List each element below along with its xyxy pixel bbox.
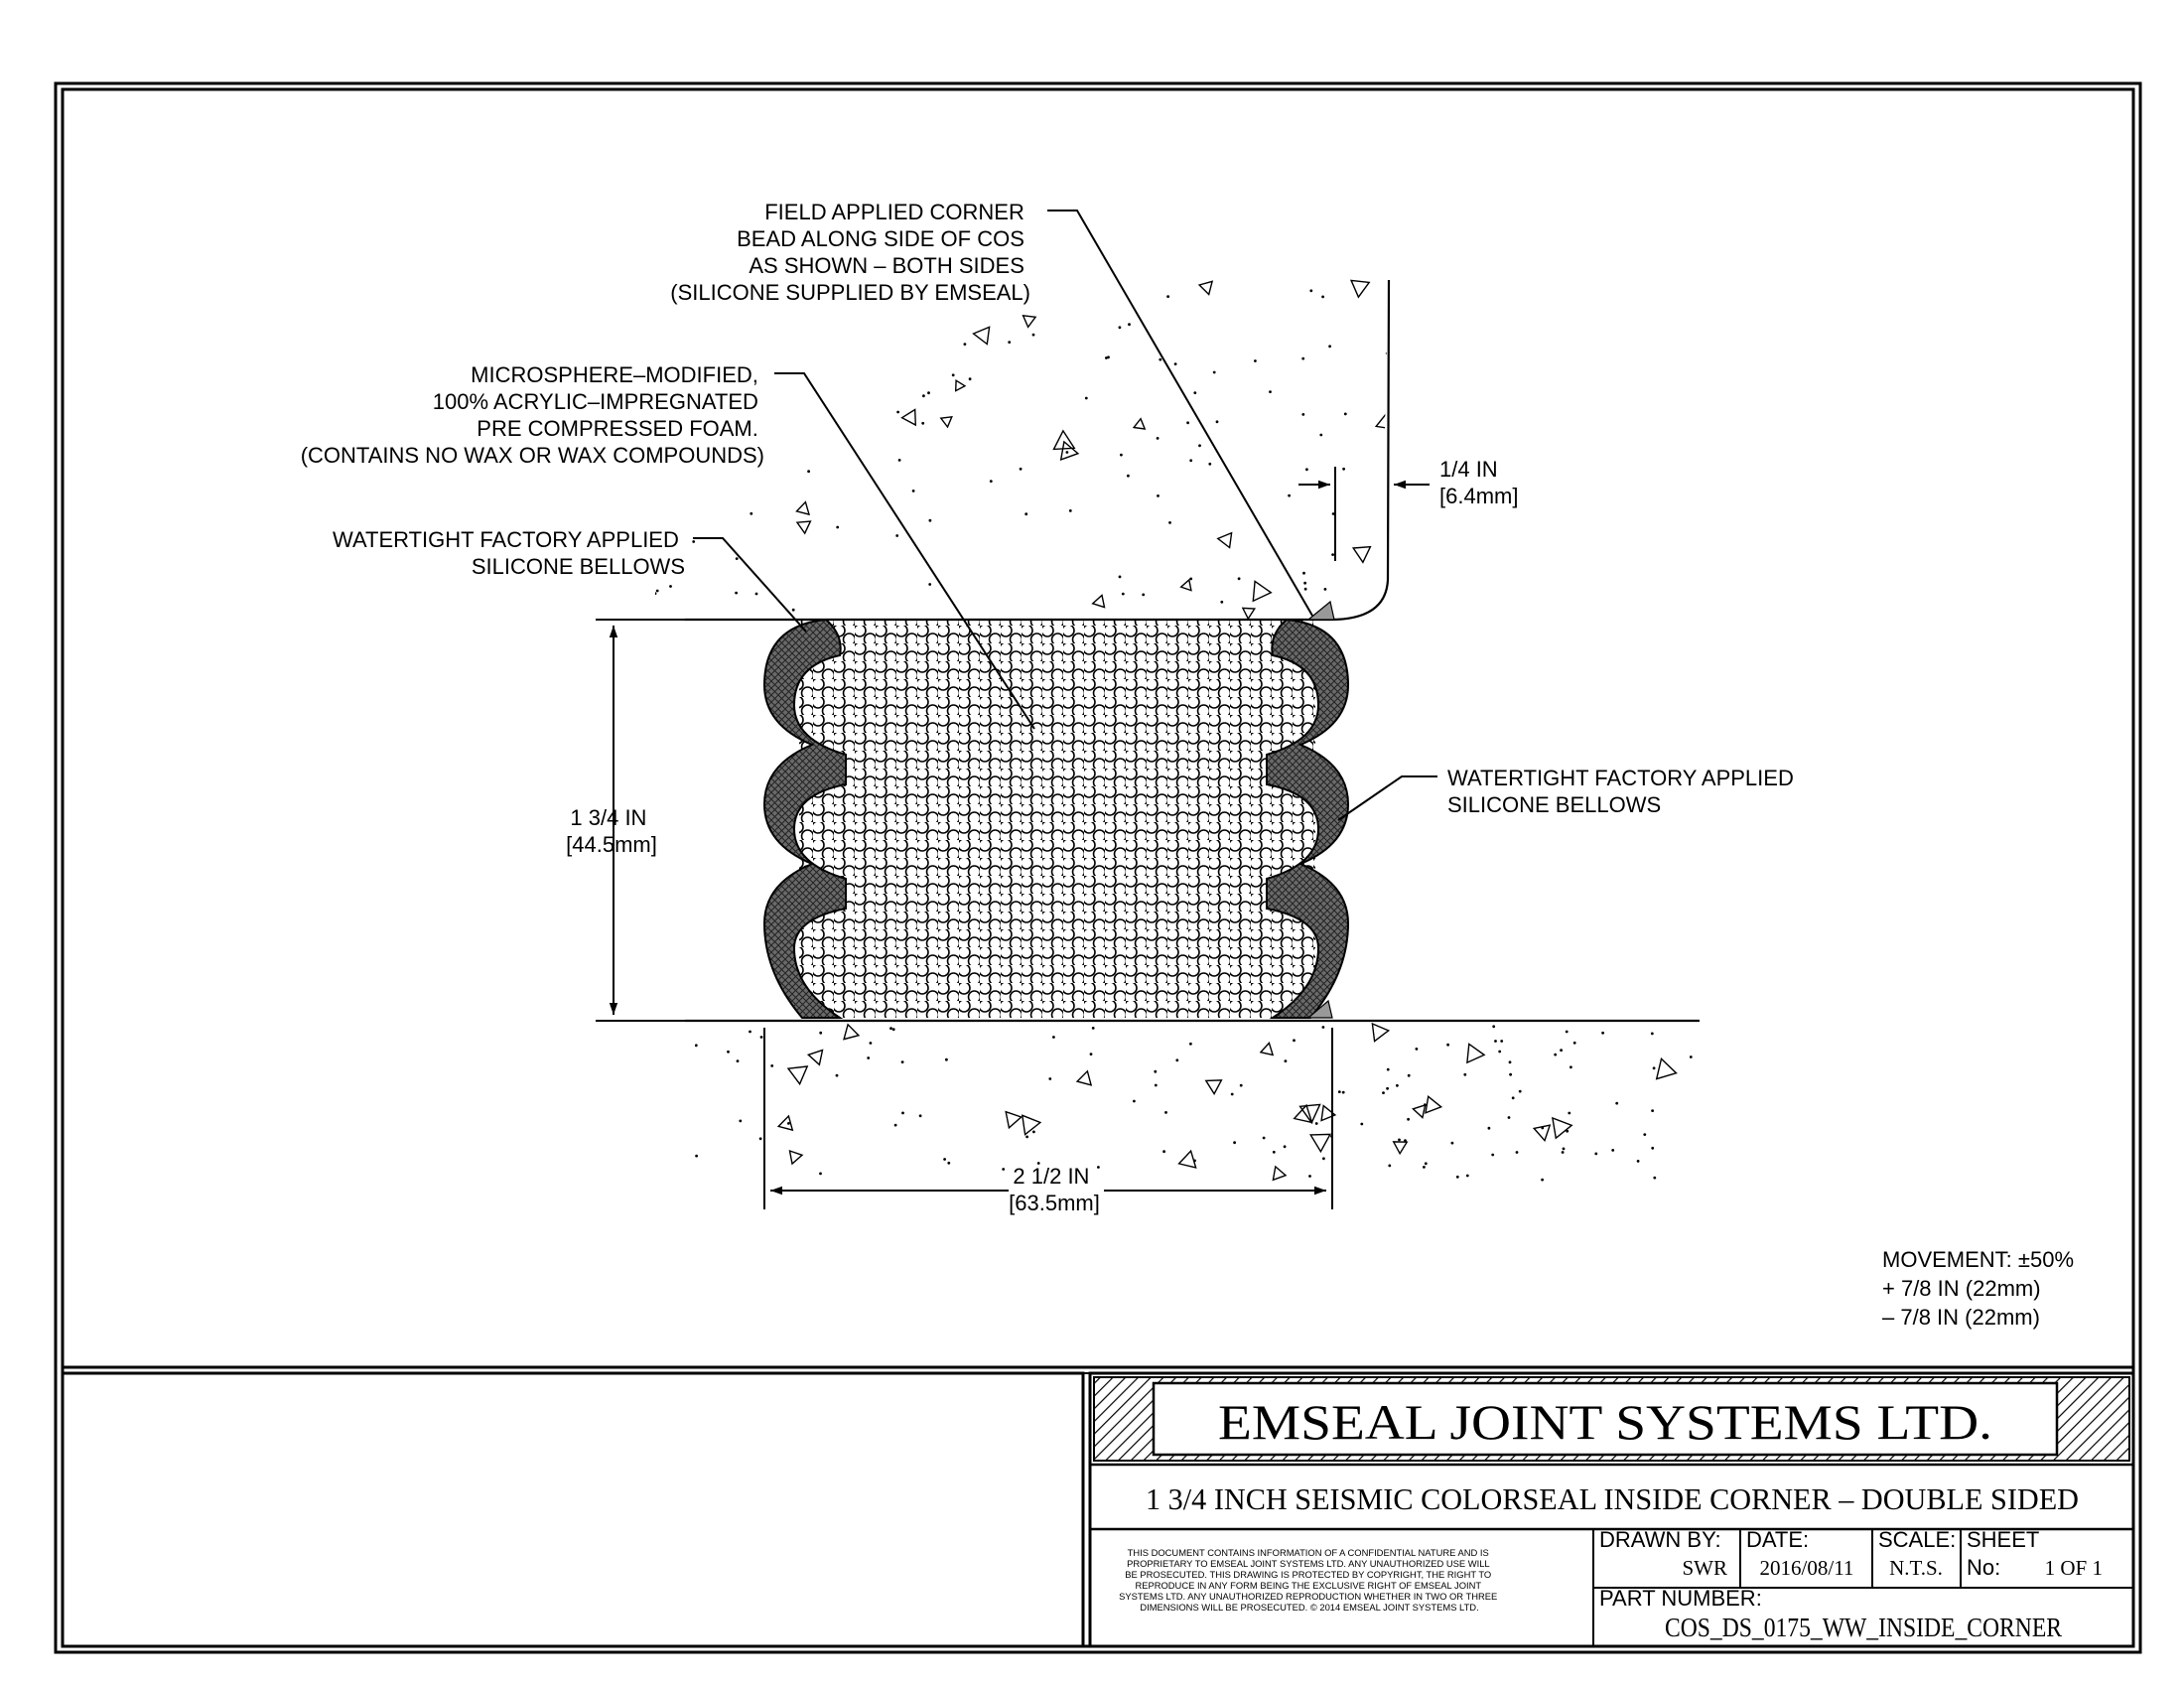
title-block <box>1088 1371 2135 1648</box>
label-bellows-left: WATERTIGHT FACTORY APPLIED SILICONE BELL… <box>333 527 685 579</box>
dim-width-label: 2 1/2 IN [63.5mm] <box>1009 1164 1100 1215</box>
scale-value: N.T.S. <box>1889 1556 1943 1580</box>
movement-note: MOVEMENT: ±50% + 7/8 IN (22mm) – 7/8 IN … <box>1882 1247 2080 1330</box>
company-banner: EMSEAL JOINT SYSTEMS LTD. <box>1093 1376 2130 1462</box>
date-value: 2016/08/11 <box>1760 1556 1854 1580</box>
sheet-no-label: No: <box>1967 1555 2000 1580</box>
left-bellows <box>762 618 847 1019</box>
dim-height-label: 1 3/4 IN [44.5mm] <box>566 805 657 857</box>
right-bellows <box>1266 618 1350 1019</box>
drawing-title: 1 3/4 INCH SEISMIC COLORSEAL INSIDE CORN… <box>1146 1481 2079 1516</box>
leaders <box>693 210 1437 821</box>
concrete-bottom <box>695 1023 1693 1182</box>
sheet-label: SHEET <box>1967 1527 2039 1552</box>
company-name: EMSEAL JOINT SYSTEMS LTD. <box>1218 1394 1992 1450</box>
dim-width <box>763 1028 1333 1209</box>
dim-gap-label: 1/4 IN [6.4mm] <box>1439 457 1518 508</box>
dim-gap <box>1298 467 1430 561</box>
drawn-by-label: DRAWN BY: <box>1599 1527 1721 1552</box>
part-number-label: PART NUMBER: <box>1599 1586 1762 1611</box>
title-grid <box>1592 1529 2133 1646</box>
label-corner-bead: FIELD APPLIED CORNER BEAD ALONG SIDE OF … <box>670 200 1030 305</box>
date-label: DATE: <box>1746 1527 1809 1552</box>
dim-height <box>596 619 685 1022</box>
disclaimer: THIS DOCUMENT CONTAINS INFORMATION OF A … <box>1119 1547 1500 1613</box>
foam-block <box>762 600 1350 1019</box>
corner-bead-top <box>1306 600 1335 621</box>
corner-bead-bottom <box>1306 999 1333 1019</box>
sheet-value: 1 OF 1 <box>2045 1556 2103 1580</box>
drawn-by-value: SWR <box>1682 1556 1727 1580</box>
label-foam: MICROSPHERE–MODIFIED, 100% ACRYLIC–IMPRE… <box>301 362 764 468</box>
scale-label: SCALE: <box>1878 1527 1956 1552</box>
notes-box <box>61 1371 1085 1648</box>
concrete-top <box>655 278 1388 621</box>
substrate <box>685 279 1700 1023</box>
outer-border <box>54 81 2142 1654</box>
label-bellows-right: WATERTIGHT FACTORY APPLIED SILICONE BELL… <box>1447 766 1800 817</box>
part-number-value: COS_DS_0175_WW_INSIDE_CORNER <box>1665 1613 2062 1642</box>
